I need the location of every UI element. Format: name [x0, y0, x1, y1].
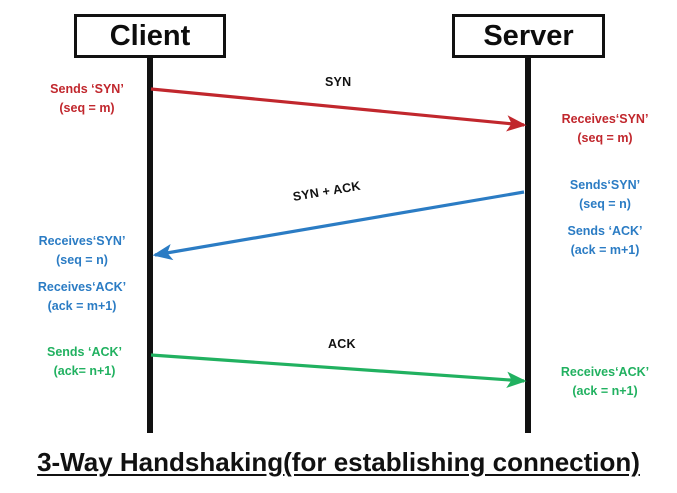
annotation-client-sends-syn: Sends ‘SYN’ (seq = m) [28, 80, 146, 117]
annotation-line: Receives‘ACK’ [560, 365, 650, 379]
annotation-line: Sends‘SYN’ [569, 178, 641, 192]
annotation-server-receives-ack: Receives‘ACK’ (ack = n+1) [541, 363, 669, 400]
wire-label-ack: ACK [328, 337, 356, 351]
annotation-line: (ack = m+1) [570, 242, 640, 257]
server-node-box: Server [452, 14, 605, 58]
annotation-server-sends-syn: Sends‘SYN’ (seq = n) [541, 176, 669, 213]
annotation-line: Receives‘ACK’ [37, 280, 127, 294]
annotation-client-sends-ack: Sends ‘ACK’ (ack= n+1) [23, 343, 146, 380]
annotation-line: (ack= n+1) [53, 363, 116, 378]
client-lifeline [147, 57, 153, 433]
annotation-server-sends-ack: Sends ‘ACK’ (ack = m+1) [541, 222, 669, 259]
annotation-line: Receives‘SYN’ [561, 112, 649, 126]
annotation-line: Sends ‘ACK’ [567, 224, 643, 238]
arrow-syn-ack [152, 190, 525, 261]
annotation-line: (seq = n) [579, 196, 631, 211]
server-lifeline [525, 57, 531, 433]
annotation-line: Sends ‘ACK’ [46, 345, 122, 359]
annotation-line: (seq = m) [577, 130, 633, 145]
annotation-line: (seq = n) [56, 252, 108, 267]
diagram-caption: 3-Way Handshaking(for establishing conne… [37, 447, 640, 477]
annotation-client-receives-ack: Receives‘ACK’ (ack = m+1) [18, 278, 146, 315]
annotation-server-receives-syn: Receives‘SYN’ (seq = m) [541, 110, 669, 147]
client-node-label: Client [109, 19, 191, 52]
arrow-syn [150, 87, 527, 132]
annotation-line: Sends ‘SYN’ [50, 82, 124, 96]
annotation-client-receives-syn: Receives‘SYN’ (seq = n) [18, 232, 146, 269]
client-node-box: Client [74, 14, 226, 58]
annotation-line: (ack = m+1) [47, 298, 117, 313]
server-node-label: Server [483, 19, 574, 52]
wire-label-syn: SYN [325, 75, 352, 89]
arrow-ack [150, 353, 527, 388]
annotation-line: (seq = m) [59, 100, 115, 115]
annotation-line: (ack = n+1) [572, 383, 638, 398]
annotation-line: Receives‘SYN’ [38, 234, 126, 248]
